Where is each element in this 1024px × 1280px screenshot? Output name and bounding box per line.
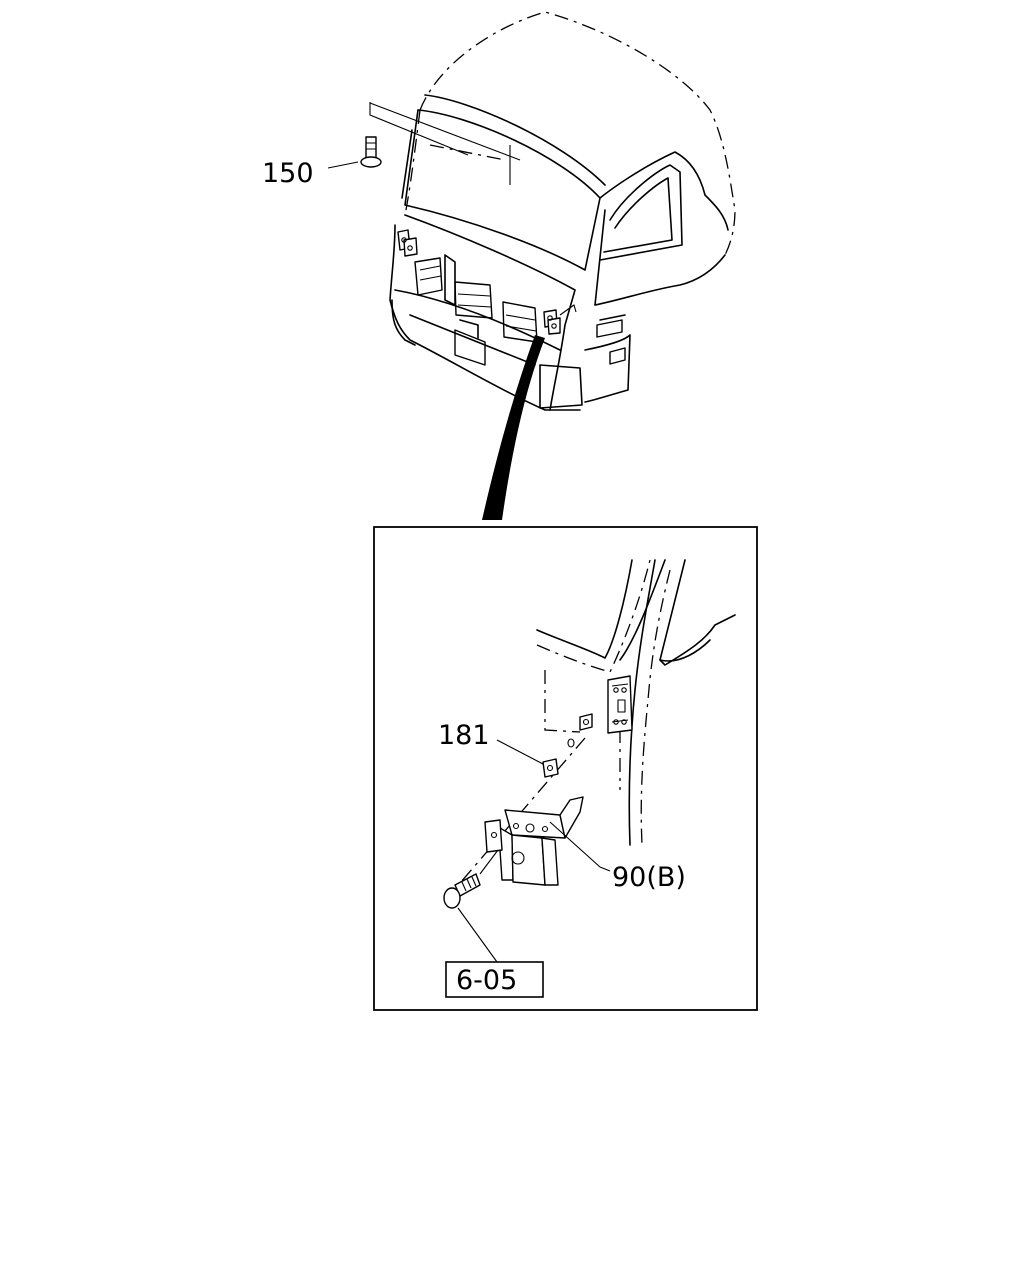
leader-line-181 bbox=[496, 739, 544, 765]
nut-181-drawing bbox=[542, 758, 559, 778]
reference-6-05: 6-05 bbox=[456, 965, 517, 996]
zoom-pointer bbox=[482, 335, 545, 520]
bolt-6-05-drawing bbox=[443, 873, 481, 909]
reference-box-6-05 bbox=[445, 961, 544, 998]
leader-line-150-bracket bbox=[369, 102, 469, 156]
detail-view-frame bbox=[373, 526, 758, 1011]
detail-cab-corner-drawing bbox=[536, 559, 736, 846]
bolt-150-drawing bbox=[360, 136, 382, 168]
leader-line-90b bbox=[549, 821, 611, 872]
leader-line-bolt-to-bracket bbox=[479, 849, 499, 875]
leader-line-150 bbox=[327, 161, 359, 169]
leader-line-6-05 bbox=[457, 907, 498, 963]
callout-150: 150 bbox=[262, 158, 314, 189]
leader-line-150-top bbox=[369, 102, 521, 161]
truck-cab-drawing bbox=[389, 11, 736, 411]
bracket-90b-drawing bbox=[484, 796, 584, 886]
washer-small bbox=[567, 738, 575, 748]
callout-90b: 90(B) bbox=[612, 862, 686, 893]
callout-181: 181 bbox=[438, 720, 490, 751]
assembly-centerline bbox=[447, 737, 586, 898]
